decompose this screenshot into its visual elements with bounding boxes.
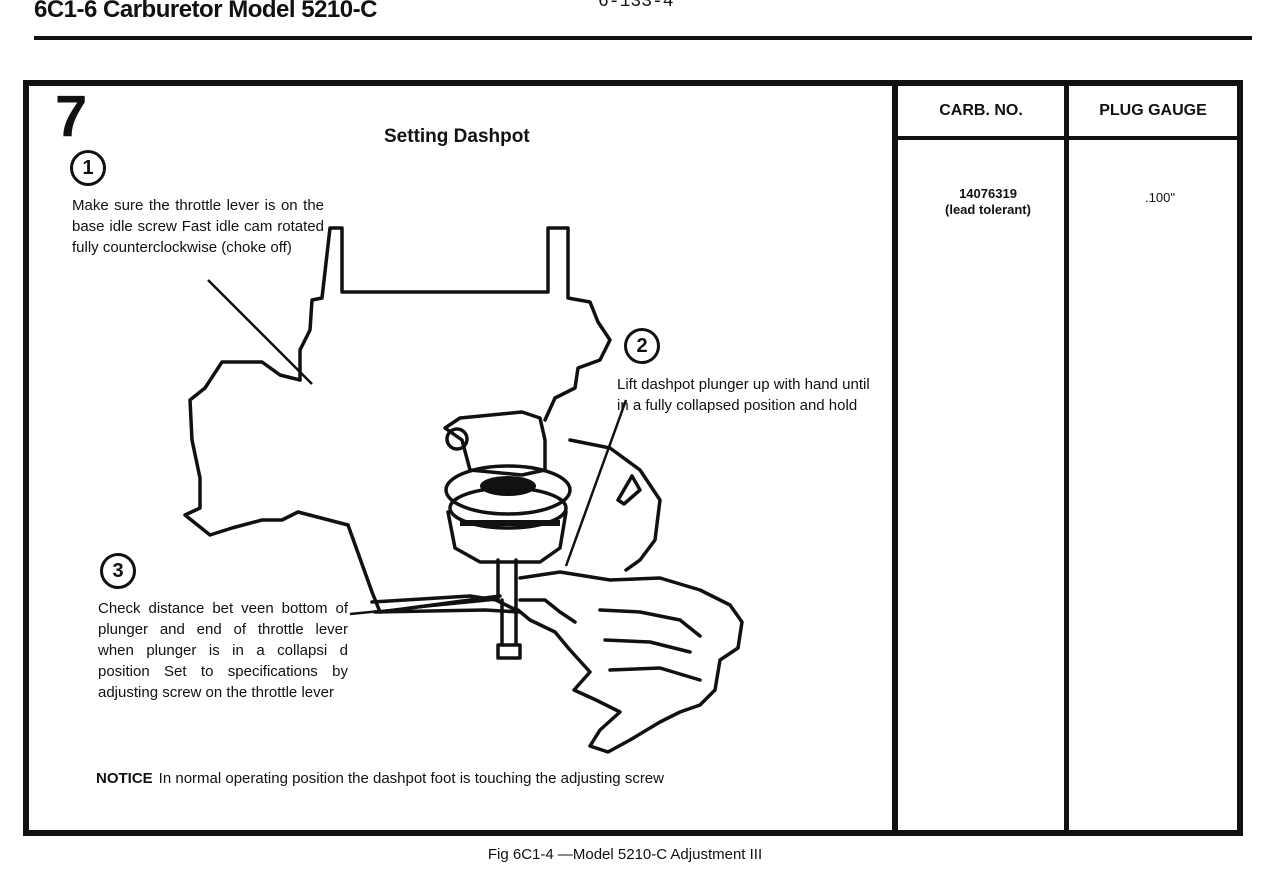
mounting-slot bbox=[616, 474, 642, 506]
panel-divider bbox=[892, 86, 898, 830]
callout-number-3: 3 bbox=[100, 553, 136, 589]
hand-outline bbox=[516, 570, 744, 754]
page-header-title: 6C1-6 Carburetor Model 5210-C bbox=[34, 0, 377, 23]
figure-frame bbox=[23, 80, 1243, 836]
page-reference: 6-133-4 bbox=[598, 0, 674, 12]
step-number: 7 bbox=[55, 84, 88, 149]
callout-text-3: Check distance bet veen bottom of plunge… bbox=[98, 600, 348, 701]
carburetor-left-outline bbox=[183, 360, 350, 537]
notice-text: In normal operating position the dashpot… bbox=[158, 770, 664, 787]
header-rule bbox=[34, 36, 1252, 40]
carburetor-body-outline bbox=[298, 226, 612, 422]
figure-caption: Fig 6C1-4 —Model 5210-C Adjustment III bbox=[487, 846, 763, 863]
finger-outline bbox=[598, 608, 702, 682]
thumb-outline bbox=[518, 598, 577, 624]
panel-title: Setting Dashpot bbox=[384, 126, 530, 147]
adjusting-screw bbox=[496, 598, 522, 660]
dashpot-diaphragm-top bbox=[444, 464, 572, 516]
table-header-rule bbox=[898, 136, 1237, 140]
column-divider bbox=[1064, 86, 1069, 830]
notice-label: NOTICE bbox=[96, 770, 153, 787]
leader-line-3 bbox=[349, 598, 493, 616]
column-header-carb-no: CARB. NO. bbox=[939, 102, 1023, 119]
plunger-shading bbox=[480, 476, 536, 496]
notice: NOTICE In normal operating position the d… bbox=[96, 769, 836, 788]
bracket-pivot bbox=[445, 427, 469, 451]
carb-number: 14076319 bbox=[959, 186, 1017, 201]
diaphragm-band bbox=[460, 520, 560, 526]
leader-line-2 bbox=[564, 399, 628, 567]
callout-number-1: 1 bbox=[70, 150, 106, 186]
plunger-rod bbox=[496, 558, 518, 602]
leader-line-1 bbox=[207, 279, 313, 385]
callout-text-1: Make sure the throttle lever is on the b… bbox=[72, 197, 324, 256]
dashpot-lower-housing bbox=[446, 510, 568, 564]
column-header-plug-gauge: PLUG GAUGE bbox=[1099, 102, 1207, 119]
throttle-lever bbox=[370, 594, 522, 614]
dashpot-bracket bbox=[443, 410, 547, 477]
carb-note: (lead tolerant) bbox=[945, 202, 1031, 217]
callout-number-2: 2 bbox=[624, 328, 660, 364]
plug-gauge-value: .100" bbox=[1145, 190, 1175, 205]
callout-text-2: Lift dashpot plunger up with hand until … bbox=[617, 376, 870, 414]
carburetor-right-outline bbox=[568, 438, 662, 572]
